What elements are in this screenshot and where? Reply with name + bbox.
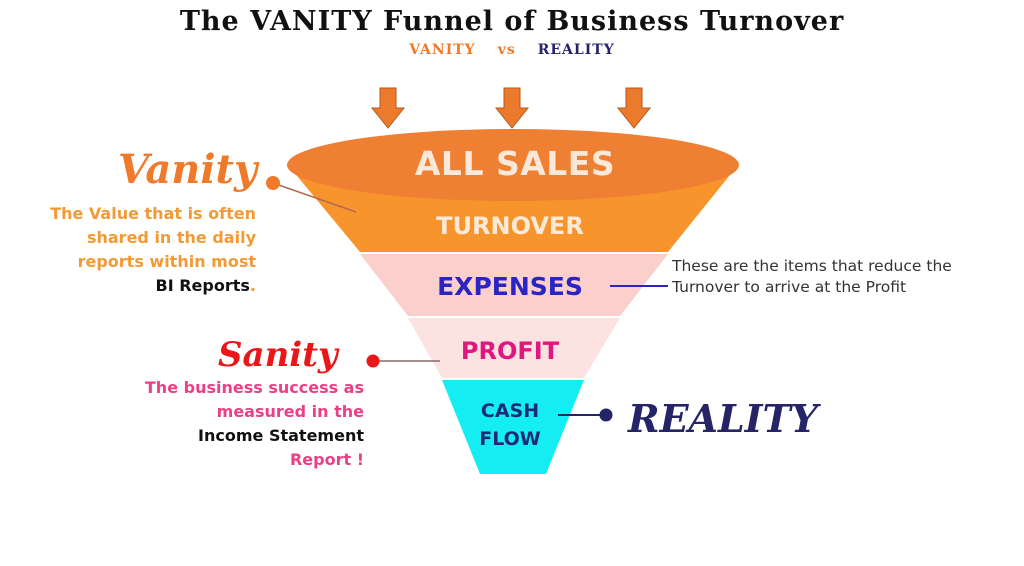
input-arrow [494, 87, 530, 129]
all-sales-segment [287, 129, 739, 201]
reality-heading: REALITY [628, 396, 818, 441]
stage-label-turnover: TURNOVER [436, 212, 584, 240]
input-arrow [616, 87, 652, 129]
sanity-connector [366, 354, 440, 368]
vanity-connector [266, 176, 357, 213]
vanity-desc-period: . [249, 276, 256, 295]
stage-label-profit: PROFIT [460, 337, 560, 365]
input-arrow [370, 87, 406, 129]
page-title: The VANITY Funnel of Business Turnover [179, 6, 845, 37]
expenses-note-line: Turnover to arrive at the Profit [672, 278, 907, 296]
expenses-note: These are the items that reduce the Turn… [672, 256, 1002, 298]
vanity-description: The Value that is often shared in the da… [20, 202, 256, 298]
vanity-heading: Vanity [118, 146, 258, 193]
expenses-note-line: These are the items that reduce the [672, 257, 952, 275]
profit-segment [408, 318, 620, 378]
subtitle-vanity: VANITY [409, 42, 476, 58]
sanity-description: The business success as measured in the … [100, 376, 364, 472]
vanity-desc-line: The Value that is often [50, 204, 256, 223]
sanity-desc-line: Income Statement [198, 426, 364, 445]
vanity-desc-line: reports within most [77, 252, 256, 271]
cash-flow-segment [442, 380, 584, 474]
stage-label-all-sales: ALL SALES [414, 144, 616, 183]
subtitle-reality: REALITY [537, 42, 615, 58]
stage-label-cash: CASH [480, 400, 540, 422]
subtitle: VANITY vs REALITY [0, 42, 1024, 58]
stage-label-cash-flow: CASH FLOW [450, 397, 570, 453]
subtitle-vs: vs [497, 42, 516, 58]
vanity-desc-line: BI Reports [155, 276, 250, 295]
vanity-desc-line: shared in the daily [86, 228, 256, 247]
reality-connector [558, 408, 613, 422]
sanity-desc-line: measured in the [216, 402, 364, 421]
sanity-heading: Sanity [218, 335, 338, 375]
expenses-segment [360, 254, 668, 316]
stage-label-expenses: EXPENSES [437, 272, 583, 301]
sanity-desc-line: Report ! [289, 450, 364, 469]
sanity-desc-line: The business success as [144, 378, 364, 397]
stage-label-flow: FLOW [479, 428, 541, 450]
